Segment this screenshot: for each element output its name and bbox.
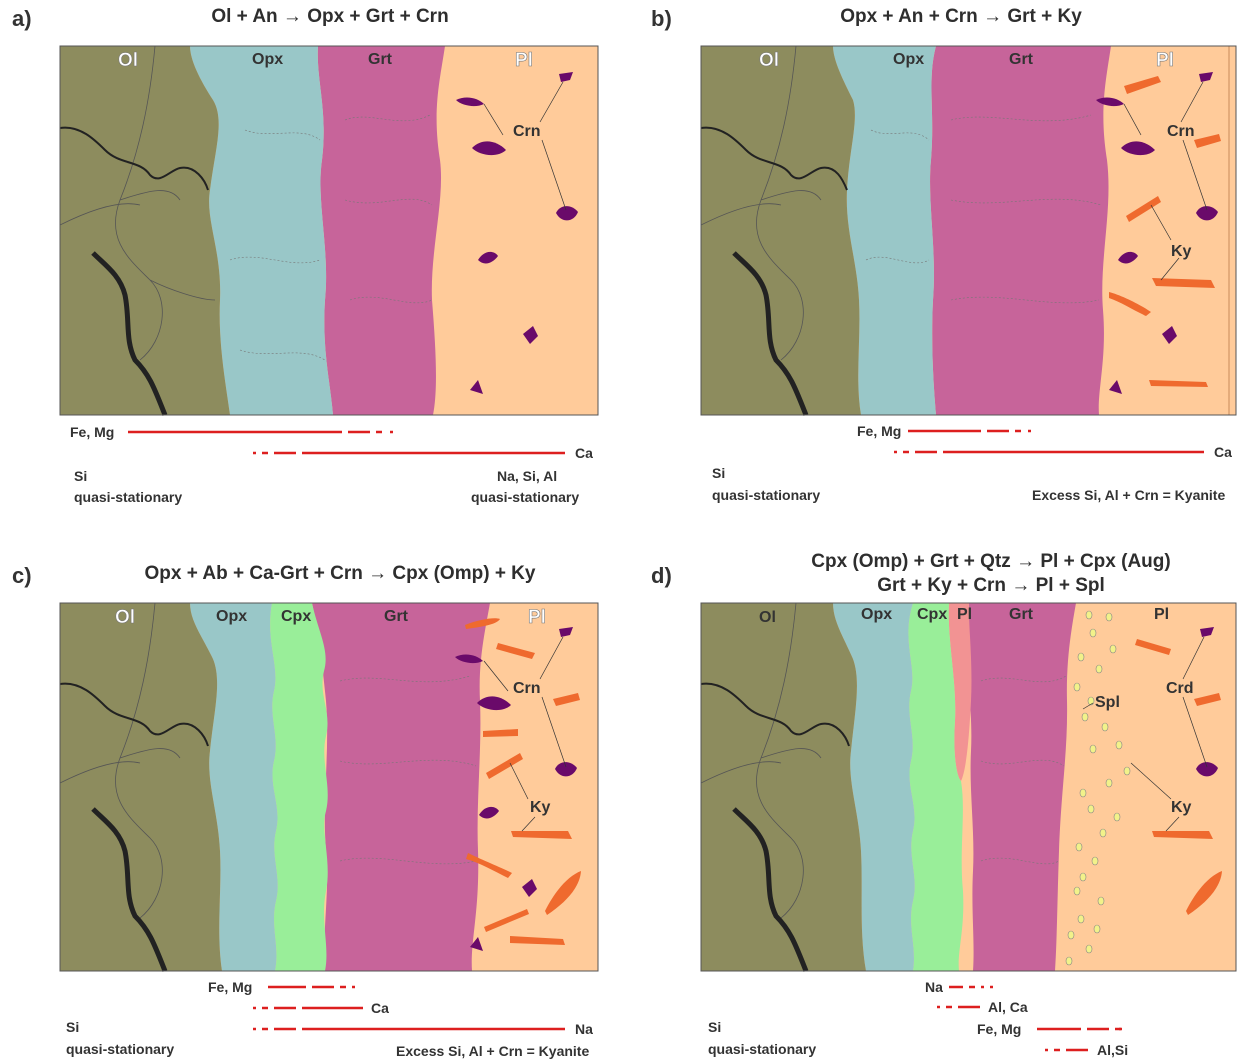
ol-zone [701, 603, 866, 971]
flux-label: quasi-stationary [66, 1041, 175, 1057]
annotation-ky: Ky [1171, 799, 1192, 816]
annotation-crd: Crd [1166, 680, 1194, 697]
opx-zone [833, 46, 936, 415]
flux-label: Ca [371, 1000, 389, 1016]
mineral-label-opx: Opx [252, 51, 283, 68]
ol-zone [701, 46, 861, 415]
mineral-label-opx: Opx [216, 608, 247, 625]
flux-label: Si [74, 468, 88, 484]
flux-label: Fe, Mg [977, 1021, 1022, 1037]
mineral-label-opx: Opx [893, 51, 924, 68]
flux-label: Na, Si, Al [497, 468, 558, 484]
panel-label: b) [651, 6, 672, 31]
ol-zone [60, 46, 230, 415]
grt-zone [312, 603, 490, 971]
reaction-title-2: Grt + Ky + Crn → Pl + Spl [877, 575, 1105, 596]
flux-label: quasi-stationary [712, 487, 821, 503]
mineral-label-ol: Ol [118, 50, 138, 71]
reaction-title: Opx + Ab + Ca-Grt + Crn → Cpx (Omp) + Ky [144, 563, 536, 584]
mineral-label-pl: Pl [528, 607, 546, 628]
grt-zone [317, 46, 445, 415]
reaction-title: Opx + An + Crn → Grt + Ky [840, 6, 1082, 27]
mineral-label-grt: Grt [384, 608, 409, 625]
mineral-label-ol: Ol [759, 50, 779, 71]
reaction-diagram: Ol Opx Cpx Pl Grt Pl Spl Crd Ky [700, 602, 1237, 1052]
annotation-spl: Spl [1095, 694, 1120, 711]
opx-zone [833, 603, 915, 971]
grt-zone [930, 46, 1111, 415]
mineral-label-opx: Opx [861, 606, 892, 623]
panel-label: a) [12, 6, 32, 31]
flux-label: Excess Si, Al + Crn = Kyanite [1032, 487, 1226, 503]
mineral-label-pl: Pl [1156, 50, 1174, 71]
reaction-title: Ol + An → Opx + Grt + Crn [211, 6, 449, 27]
reaction-diagram: Ol Opx Cpx Grt Pl Crn Ky [59, 602, 599, 1031]
reaction-diagram: Ol Opx Grt Pl Crn Ky [700, 45, 1237, 454]
reaction-title: Cpx (Omp) + Grt + Qtz → Pl + Cpx (Aug) [811, 551, 1171, 572]
flux-label: Fe, Mg [70, 424, 115, 440]
mineral-label-grt: Grt [1009, 51, 1034, 68]
mineral-label-pl: Pl [515, 50, 533, 71]
pl-pink-zone [948, 603, 972, 781]
ol-zone [60, 603, 222, 971]
mineral-label-ol: Ol [115, 607, 135, 628]
mineral-label-cpx: Cpx [917, 606, 947, 623]
annotation-crn: Crn [513, 680, 541, 697]
flux-label: quasi-stationary [74, 489, 183, 505]
flux-label: Fe, Mg [857, 423, 902, 439]
opx-zone [190, 46, 333, 415]
mineral-label-pl: Pl [1154, 606, 1169, 623]
cpx-zone [908, 603, 964, 971]
flux-label: Al,Si [1097, 1042, 1129, 1058]
flux-label: Na [575, 1021, 593, 1037]
panel-a: a) Ol + An → Opx + Grt + Crn [0, 0, 621, 531]
flux-label: Ca [575, 445, 593, 461]
flux-label: Si [712, 465, 726, 481]
panel-label: d) [651, 563, 672, 588]
flux-label: quasi-stationary [471, 489, 580, 505]
flux-label: Al, Ca [988, 999, 1028, 1015]
panel-d: d) Cpx (Omp) + Grt + Qtz → Pl + Cpx (Aug… [621, 531, 1243, 1062]
annotation-crn: Crn [1167, 123, 1195, 140]
mineral-label-pl-pink: Pl [957, 606, 972, 623]
reaction-diagram: Ol Opx Grt Pl Crn [59, 45, 599, 455]
flux-label: Na [925, 979, 943, 995]
mineral-label-grt: Grt [1009, 606, 1034, 623]
flux-label: Si [66, 1019, 80, 1035]
panel-label: c) [12, 563, 32, 588]
flux-label: Ca [1214, 444, 1232, 460]
annotation-crn: Crn [513, 123, 541, 140]
panel-c: c) Opx + Ab + Ca-Grt + Crn → Cpx (Omp) +… [0, 531, 621, 1062]
mineral-label-cpx: Cpx [281, 608, 311, 625]
mineral-label-ol: Ol [759, 609, 776, 626]
panel-b: b) Opx + An + Crn → Grt + Ky [621, 0, 1243, 531]
mineral-label-grt: Grt [368, 51, 393, 68]
flux-label: Fe, Mg [208, 979, 253, 995]
flux-label: Si [708, 1019, 722, 1035]
annotation-ky: Ky [1171, 243, 1192, 260]
grt-zone [966, 603, 1076, 971]
opx-zone [190, 603, 278, 971]
cpx-zone [270, 603, 328, 971]
annotation-ky: Ky [530, 799, 551, 816]
flux-label: quasi-stationary [708, 1041, 817, 1057]
flux-label: Excess Si, Al + Crn = Kyanite [396, 1043, 590, 1059]
